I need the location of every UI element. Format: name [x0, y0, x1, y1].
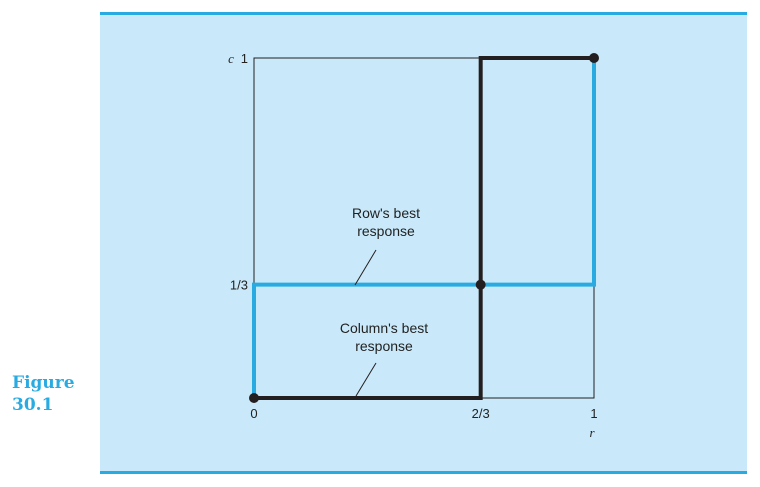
equilibrium-point-1	[475, 279, 486, 290]
figure-label-number: 30.1	[12, 395, 54, 415]
y-tick-1-3: 1/3	[230, 278, 248, 293]
x-axis-label: r	[589, 425, 595, 440]
x-tick-1: 1	[590, 406, 597, 421]
y-axis-label: c	[228, 51, 234, 66]
equilibrium-point-2	[589, 53, 599, 63]
annotation-leader-column-s-best-response	[355, 362, 377, 397]
series-line-column-s-best-response	[254, 56, 594, 400]
x-tick-2-3: 2/3	[472, 406, 490, 421]
figure-label: Figure 30.1	[12, 372, 75, 416]
figure-label-word: Figure	[12, 373, 75, 393]
equilibrium-point-0	[249, 393, 259, 403]
x-tick-0: 0	[250, 406, 257, 421]
y-tick-1: 1	[241, 51, 248, 66]
intersection-layer	[249, 53, 599, 403]
plot-frame	[253, 57, 595, 399]
annotation-leader-row-s-best-response	[354, 249, 377, 286]
series-layer	[252, 56, 596, 400]
series-line-row-s-best-response	[252, 58, 596, 398]
